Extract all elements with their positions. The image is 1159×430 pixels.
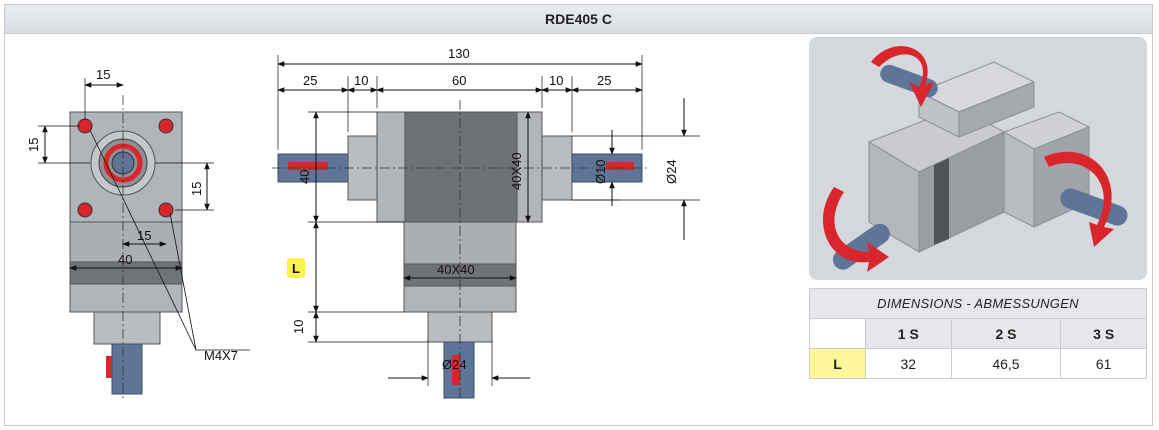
title-bar: RDE405 C bbox=[4, 4, 1153, 34]
column-header: 3 S bbox=[1060, 318, 1147, 349]
screw-icon bbox=[158, 202, 174, 218]
table-cell: 46,5 bbox=[950, 348, 1062, 379]
dim-c: 60 bbox=[452, 73, 466, 88]
dim-bore-large: Ø24 bbox=[664, 159, 679, 184]
thread-label: M4X7 bbox=[204, 348, 238, 363]
side-view: 130 25 10 60 10 25 40 40X40 Ø10 Ø24 bbox=[272, 46, 700, 400]
dimension-table: DIMENSIONS - ABMESSUNGEN 1 S 2 S 3 S L 3… bbox=[809, 288, 1147, 379]
table-header: DIMENSIONS - ABMESSUNGEN bbox=[809, 288, 1147, 319]
row-label: L bbox=[809, 348, 866, 379]
table-corner bbox=[809, 318, 866, 349]
dim-bottom-dia: Ø24 bbox=[442, 357, 467, 372]
dim-front-right: 15 bbox=[189, 182, 204, 196]
leader-line bbox=[89, 129, 197, 351]
table-header-row: DIMENSIONS - ABMESSUNGEN bbox=[809, 288, 1147, 319]
dim-front-width: 40 bbox=[118, 252, 132, 267]
table-column-row: 1 S 2 S 3 S bbox=[809, 318, 1147, 349]
table-cell: 61 bbox=[1060, 348, 1147, 379]
column-header: 2 S bbox=[950, 318, 1062, 349]
screw-icon bbox=[77, 118, 93, 134]
dim-e: 25 bbox=[597, 73, 611, 88]
front-shaft-key bbox=[106, 356, 112, 378]
front-body-bottom bbox=[69, 283, 183, 313]
right-shaft-key bbox=[606, 162, 634, 170]
page-title: RDE405 C bbox=[545, 11, 612, 27]
dim-shaft-40: 40 bbox=[297, 170, 312, 184]
dim-body: 40X40 bbox=[509, 152, 524, 190]
dim-total: 130 bbox=[448, 46, 470, 61]
column-header: 1 S bbox=[865, 318, 952, 349]
dim-ten: 10 bbox=[291, 320, 306, 334]
screw-icon bbox=[77, 202, 93, 218]
main-body-dark bbox=[404, 111, 518, 223]
front-flange bbox=[93, 311, 161, 345]
dim-lower-body: 40X40 bbox=[437, 262, 475, 277]
dim-front-top: 15 bbox=[96, 67, 110, 82]
product-render bbox=[809, 37, 1147, 280]
dim-a: 25 bbox=[303, 73, 317, 88]
dim-front-mid: 15 bbox=[137, 228, 151, 243]
front-shaft bbox=[111, 343, 143, 395]
table-cell: 32 bbox=[865, 348, 952, 379]
table-row: L 32 46,5 61 bbox=[809, 348, 1147, 379]
technical-drawing: 15 15 15 15 40 M4X7 bbox=[26, 46, 700, 400]
gearbox-illustration bbox=[822, 46, 1128, 272]
left-shaft-key bbox=[288, 162, 328, 170]
dim-d: 10 bbox=[549, 73, 563, 88]
length-badge bbox=[287, 258, 305, 278]
dim-bore-small: Ø10 bbox=[593, 159, 608, 184]
dim-front-left: 15 bbox=[26, 138, 41, 152]
main-body-light bbox=[376, 111, 406, 223]
dim-b: 10 bbox=[354, 73, 368, 88]
leader-line bbox=[169, 212, 197, 351]
screw-icon bbox=[158, 118, 174, 134]
lower-shaft-key bbox=[452, 355, 460, 385]
length-label: L bbox=[292, 261, 300, 276]
front-view: 15 15 15 15 40 M4X7 bbox=[26, 67, 250, 400]
